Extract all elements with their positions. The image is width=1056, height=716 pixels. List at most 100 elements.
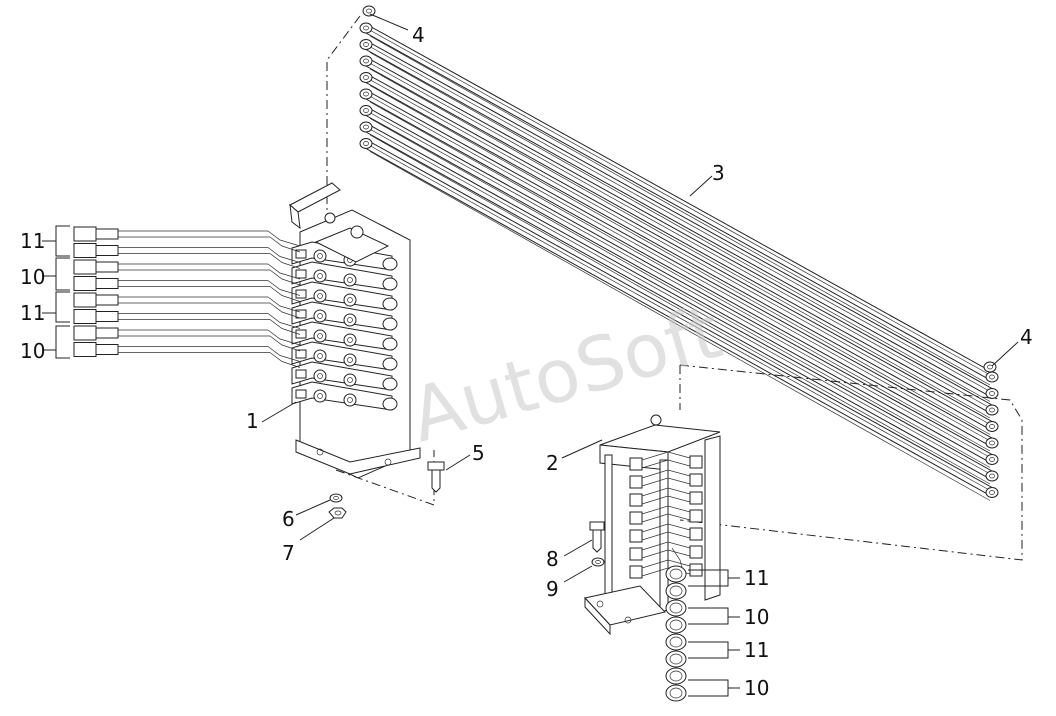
rail-end-fitting [359,22,373,34]
slot-clip [641,531,691,541]
cap-outer [665,667,687,685]
stack-bracket [688,607,729,625]
washer-4-top-hole [366,8,372,14]
hose-connector-sleeve [95,278,119,289]
callout-10-bottom-b: 10 [744,676,769,700]
rail-shadow [369,118,991,468]
valve-section [291,261,398,291]
valve-port-bore [317,273,323,279]
rail-end-fitting [359,138,373,149]
rail-end-hole [363,141,369,146]
hose-connector-sleeve [95,344,119,355]
connector-bracket [55,291,70,323]
valve-port-bore [347,377,353,383]
slot-block [629,529,643,543]
cap-outer [665,650,687,668]
hose-end-cap [665,650,687,668]
valve-fitting [295,349,307,359]
hose-connector-sleeve [95,228,119,240]
callout-6: 6 [282,507,295,531]
rail-end-hole [989,407,995,413]
callout-7: 7 [282,541,295,565]
cap-inner [669,602,683,614]
hose-bend [267,247,301,263]
connector-bracket [55,325,70,359]
rail-shadow [369,68,991,419]
slot-block [629,475,643,489]
hose-bend [267,313,301,329]
bracket-slot [629,541,703,561]
callout-11-left-a: 11 [20,229,45,253]
slot-clip [641,469,691,479]
slot-block [689,491,703,505]
hose-connector [73,226,97,242]
rail [359,72,999,435]
rail [359,55,999,419]
slot-block [689,509,703,523]
rail-end-fitting [359,39,373,50]
rail-end-fitting [985,388,999,399]
cap-inner [669,636,683,648]
rail-end-fitting [985,437,999,449]
cap-outer [665,616,687,634]
cap-inner [669,568,683,580]
hose-left [73,259,301,286]
bolt-8 [589,521,605,553]
cap-inner [669,585,683,597]
cap-outer [665,582,687,600]
rail-groove [365,110,993,459]
slot-block [629,511,643,525]
cap-outer [665,684,687,702]
cap-inner [669,619,683,631]
hose-left [73,292,301,319]
hose-group-left [55,225,301,368]
rail-end-fitting [359,121,373,133]
bracket-slot [629,451,703,471]
slot-clip [641,487,691,497]
hose-connector [73,243,97,258]
hose-end-cap [665,684,687,702]
rail-end-hole [363,91,369,97]
rail-groove [365,27,993,377]
hose-bend [269,236,301,253]
hose-bend [269,352,301,368]
rail-groove [365,126,993,476]
valve-port [343,353,357,367]
washer-4-top [362,5,376,17]
hose-connector-sleeve [95,311,119,322]
valve-fitting [295,329,307,339]
rail-shadow [369,52,991,402]
bracket-slot [629,469,703,489]
hose-left [73,325,301,352]
cap-outer [665,633,687,651]
valve-section [291,361,398,391]
hose-bend [269,319,301,335]
hose-connector [73,342,97,357]
valve-fitting [295,309,307,319]
rail-end-fitting [359,55,373,67]
rail-groove [365,143,993,492]
valve-fitting [295,269,307,279]
hose-end-cap [665,667,687,685]
rail [359,39,999,402]
hose-bend [267,280,301,296]
rail [359,105,999,468]
rail-end-hole [363,42,369,47]
valve-plug [382,357,398,371]
valve-plug [382,397,398,411]
rail-shadow [369,85,991,435]
valve-section [291,301,398,331]
valve-port-bore [317,353,323,359]
rail-end-hole [363,124,369,130]
hose-end-stack [665,547,729,702]
stack-bracket [688,679,729,697]
rail-groove [365,44,993,393]
hose-connector-sleeve [95,245,119,256]
rail-end-hole [989,473,995,479]
slot-clip [641,541,691,551]
hose-connector [73,325,97,341]
slot-clip [641,513,691,523]
hose-left [73,309,301,335]
valve-section [291,341,398,371]
callout-11-bottom-a: 11 [744,566,769,590]
